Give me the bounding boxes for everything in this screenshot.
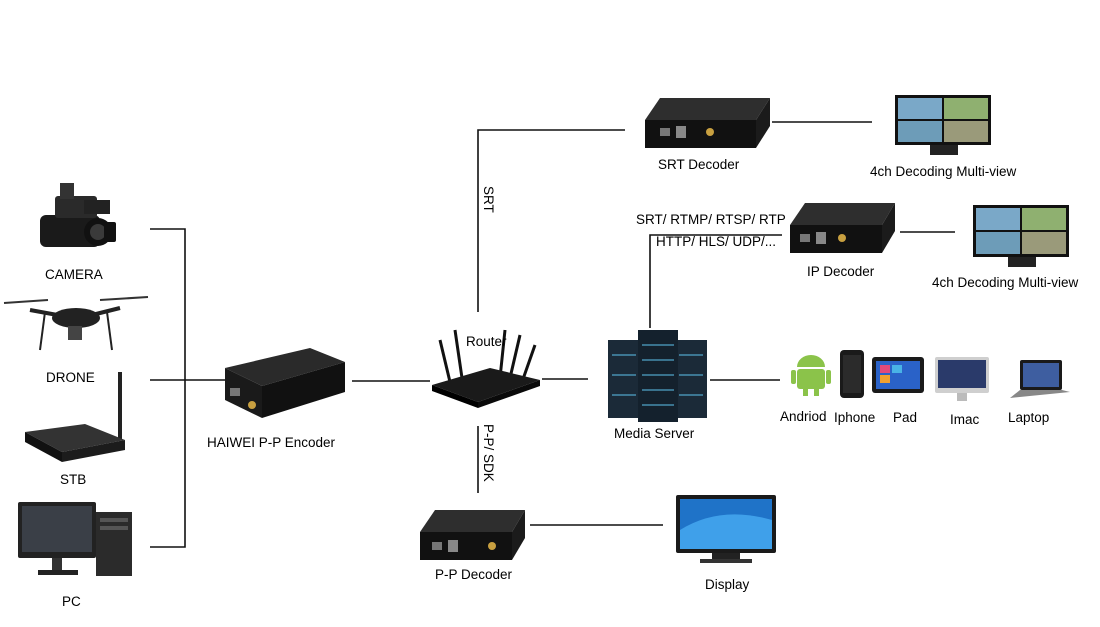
laptop-label: Laptop — [1008, 410, 1050, 425]
imac-icon — [935, 357, 989, 401]
stb-label: STB — [60, 472, 87, 487]
media-server-icon — [608, 330, 707, 422]
encoder-label: HAIWEI P-P Encoder — [207, 435, 336, 450]
srt-decoder-label: SRT Decoder — [658, 157, 740, 172]
pp-decoder-label: P-P Decoder — [435, 567, 513, 582]
pad-label: Pad — [893, 410, 918, 425]
android-label: Andriod — [780, 409, 827, 424]
camera-label: CAMERA — [45, 267, 103, 282]
stb-icon — [25, 372, 125, 462]
srt-decoder-icon — [645, 98, 770, 148]
imac-label: Imac — [950, 412, 980, 427]
display-label: Display — [705, 577, 750, 592]
drone-label: DRONE — [46, 370, 95, 385]
iphone-icon — [840, 350, 864, 398]
iphone-label: Iphone — [834, 410, 876, 425]
server-to-ip-decoder — [649, 234, 782, 328]
source-bracket — [150, 228, 186, 548]
router-label: Router — [466, 334, 507, 349]
pp-decoder-icon — [420, 510, 525, 560]
android-icon — [791, 355, 831, 396]
pad-icon — [872, 357, 924, 393]
ip-decoder-label: IP Decoder — [807, 264, 875, 279]
srt-link-label: SRT — [481, 186, 496, 213]
pc-icon — [18, 502, 132, 576]
laptop-icon — [1010, 360, 1070, 398]
router-icon — [432, 329, 540, 408]
multiview-monitor-icon-1 — [895, 95, 991, 155]
camera-icon — [40, 183, 116, 247]
protocols-line2-label: HTTP/ HLS/ UDP/... — [656, 234, 777, 249]
multiview-label-1: 4ch Decoding Multi-view — [870, 164, 1017, 179]
ip-decoder-icon — [790, 203, 895, 253]
pp-sdk-link-label: P-P/ SDK — [481, 424, 496, 482]
media-server-label: Media Server — [614, 426, 695, 441]
drone-icon — [3, 296, 149, 351]
router-to-srt-decoder — [477, 129, 625, 312]
multiview-label-2: 4ch Decoding Multi-view — [932, 275, 1079, 290]
protocols-line1-label: SRT/ RTMP/ RTSP/ RTP — [636, 212, 786, 227]
pc-label: PC — [62, 594, 81, 609]
display-icon — [676, 495, 776, 563]
multiview-monitor-icon-2 — [973, 205, 1069, 267]
encoder-icon — [225, 348, 345, 418]
connector-lines — [150, 121, 955, 548]
